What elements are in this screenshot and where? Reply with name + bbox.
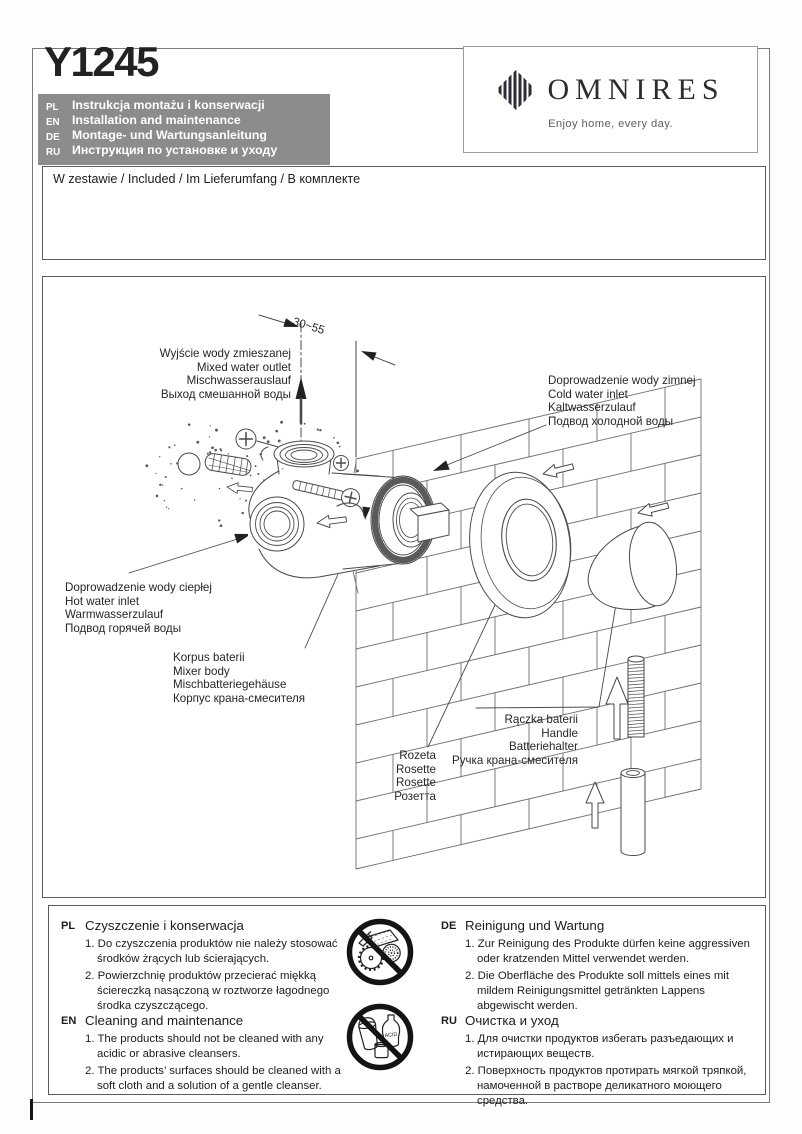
lang-label: Installation and maintenance (72, 113, 241, 128)
label-cold-inlet: Doprowadzenie wody zimnej Cold water inl… (548, 374, 696, 429)
lang-code: PL (46, 101, 59, 113)
maintenance-item: 2. Die Oberfläche des Produkte soll mitt… (465, 969, 729, 1012)
installation-diagram (128, 314, 702, 870)
sleeve-up-arrow (585, 781, 605, 829)
lang-label: Montage- und Wartungsanleitung (72, 128, 267, 143)
label-rosette: Rozeta Rosette Rosette Розетта (394, 749, 436, 804)
no-acid-icon: ACID (346, 1003, 414, 1071)
wall-plug-drawing (177, 452, 254, 496)
included-title: W zestawie / Included / Im Lieferumfang … (53, 172, 361, 186)
sleeve-drawing (585, 768, 646, 856)
screw-top-drawing (235, 428, 290, 451)
brand-logo-box: OMNIRES Enjoy home, every day. (463, 46, 758, 153)
maintenance-box: PL Czyszczenie i konserwacja 1. Do czysz… (48, 905, 766, 1107)
push-arrow-handle (635, 498, 671, 520)
rosette-drawing (469, 471, 572, 619)
maintenance-item: 2. Powierzchnię produktów przecierać mię… (85, 969, 330, 1012)
lang-code: DE (46, 131, 60, 143)
section-code: DE (441, 919, 457, 932)
section-code: RU (441, 1014, 457, 1027)
omnires-diamond-icon (498, 69, 532, 110)
no-abrasives-icon (346, 918, 414, 986)
maintenance-section-pl: PL Czyszczenie i konserwacja 1. Do czysz… (61, 917, 341, 1015)
section-code: PL (61, 919, 76, 932)
maintenance-section-ru: RU Очистка и уход 1. Для очистки продукт… (441, 1012, 759, 1110)
lang-row-de: DE Montage- und Wartungsanleitung (46, 128, 322, 144)
push-arrow-rosette (540, 459, 576, 481)
section-code: EN (61, 1014, 77, 1027)
stud-threads (627, 663, 645, 735)
lang-label: Инструкция по установке и уходу (72, 143, 278, 158)
label-mixed-outlet: Wyjście wody zmieszanej Mixed water outl… (159, 347, 291, 402)
crop-mark (30, 1099, 33, 1120)
logo-row: OMNIRES (496, 69, 725, 110)
language-title-box: PL Instrukcja montażu i konserwacji EN I… (38, 94, 330, 166)
lang-code: RU (46, 146, 61, 158)
brand-name: OMNIRES (547, 72, 725, 106)
maintenance-item: 2. Поверхность продуктов протирать мягко… (465, 1064, 747, 1107)
lang-row-ru: RU Инструкция по установке и уходу (46, 143, 322, 159)
maintenance-item: 2. The products’ surfaces should be clea… (85, 1064, 341, 1092)
section-title: Очистка и уход (465, 1013, 559, 1028)
label-mixer-body: Korpus baterii Mixer body Mischbatterieg… (173, 651, 306, 706)
screw-side-drawing (292, 480, 361, 508)
section-title: Czyszczenie i konserwacja (85, 918, 244, 933)
product-code: Y1245 (44, 38, 159, 85)
handle-drawing (587, 521, 678, 610)
included-box: W zestawie / Included / Im Lieferumfang … (42, 166, 766, 260)
rotation-arrow (315, 502, 371, 530)
lang-row-pl: PL Instrukcja montażu i konserwacji (46, 98, 322, 114)
maintenance-item: 1. Do czyszczenia produktów nie należy s… (85, 938, 338, 966)
maintenance-item: 1. Для очистки продуктов избегать разъед… (465, 1033, 734, 1061)
lang-row-en: EN Installation and maintenance (46, 113, 322, 129)
maintenance-section-de: DE Reinigung und Wartung 1. Zur Reinigun… (441, 917, 759, 1015)
acid-label: ACID (384, 1032, 398, 1039)
threaded-stud-drawing (605, 655, 645, 740)
lang-code: EN (46, 116, 60, 128)
maintenance-item: 1. The products should not be cleaned wi… (85, 1033, 324, 1061)
stud-up-arrow (605, 676, 629, 740)
section-title: Reinigung und Wartung (465, 918, 605, 933)
maintenance-section-en: EN Cleaning and maintenance 1. The produ… (61, 1012, 341, 1096)
brand-tagline: Enjoy home, every day. (548, 117, 673, 130)
label-handle: Rączka baterii Handle Batteriehalter Руч… (451, 713, 578, 768)
section-title: Cleaning and maintenance (85, 1013, 244, 1028)
dimension-lines (258, 314, 396, 458)
label-hot-inlet: Doprowadzenie wody ciepłej Hot water inl… (65, 581, 212, 636)
diagram-box: 30~55 Wyjście wody zmieszanej Mixed wate… (42, 276, 766, 898)
cartridge-drawing (370, 475, 450, 565)
maintenance-item: 1. Zur Reinigung des Produkte dürfen kei… (465, 938, 750, 966)
lang-label: Instrukcja montażu i konserwacji (72, 98, 265, 112)
